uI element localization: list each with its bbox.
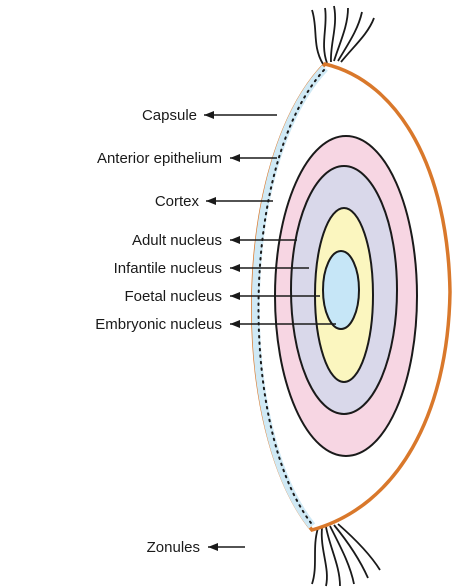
embryonic-nucleus-layer — [323, 251, 359, 329]
zonules-label: Zonules — [147, 539, 200, 556]
embryonic-nucleus-label: Embryonic nucleus — [95, 316, 222, 333]
embryonic-nucleus-arrowhead — [230, 320, 240, 328]
anterior-epithelium-arrowhead — [230, 154, 240, 162]
zonules-top — [312, 6, 374, 64]
adult-nucleus-arrowhead — [230, 236, 240, 244]
capsule-arrowhead — [204, 111, 214, 119]
anterior-epithelium-label: Anterior epithelium — [97, 150, 222, 167]
adult-nucleus-label: Adult nucleus — [132, 232, 222, 249]
foetal-nucleus-label: Foetal nucleus — [124, 288, 222, 305]
zonules-arrowhead — [208, 543, 218, 551]
cortex-label: Cortex — [155, 193, 200, 210]
infantile-nucleus-label: Infantile nucleus — [114, 260, 222, 277]
cortex-arrowhead — [206, 197, 216, 205]
zonules-bottom — [312, 524, 380, 586]
foetal-nucleus-arrowhead — [230, 292, 240, 300]
capsule-label: Capsule — [142, 107, 197, 124]
infantile-nucleus-arrowhead — [230, 264, 240, 272]
